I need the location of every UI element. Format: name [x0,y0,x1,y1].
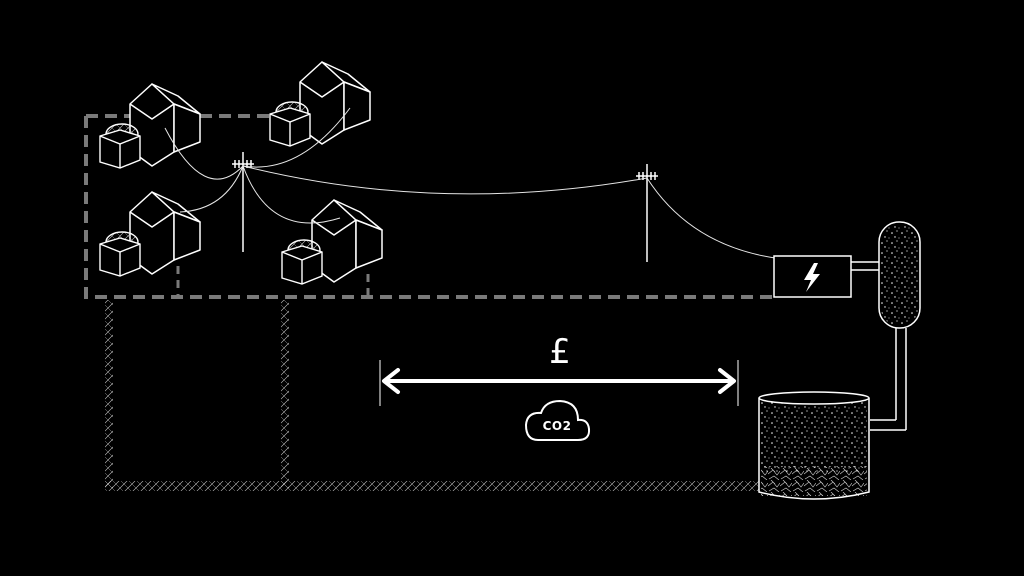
cost-label: £ [549,332,571,372]
house-1 [99,83,201,169]
utility-pole-2 [636,164,658,262]
storage-column [870,221,921,431]
house-4 [281,199,383,285]
heat-store-box [99,231,141,277]
house-icon [129,191,201,275]
electric-converter [773,255,880,298]
heat-store-box [269,101,311,147]
cloud-icon [524,399,591,441]
heat-store-box [281,239,323,285]
house-2 [269,61,371,147]
lightning-bolt-icon [804,263,820,292]
underground-pipe-network [105,300,765,491]
network-boundary [84,114,772,299]
house-icon [311,199,383,283]
house-3 [99,191,201,277]
double-arrow [379,360,739,406]
power-lines [164,107,776,259]
heat-store-box [99,123,141,169]
storage-tank [758,391,870,500]
co2-label: CO2 [542,419,572,433]
